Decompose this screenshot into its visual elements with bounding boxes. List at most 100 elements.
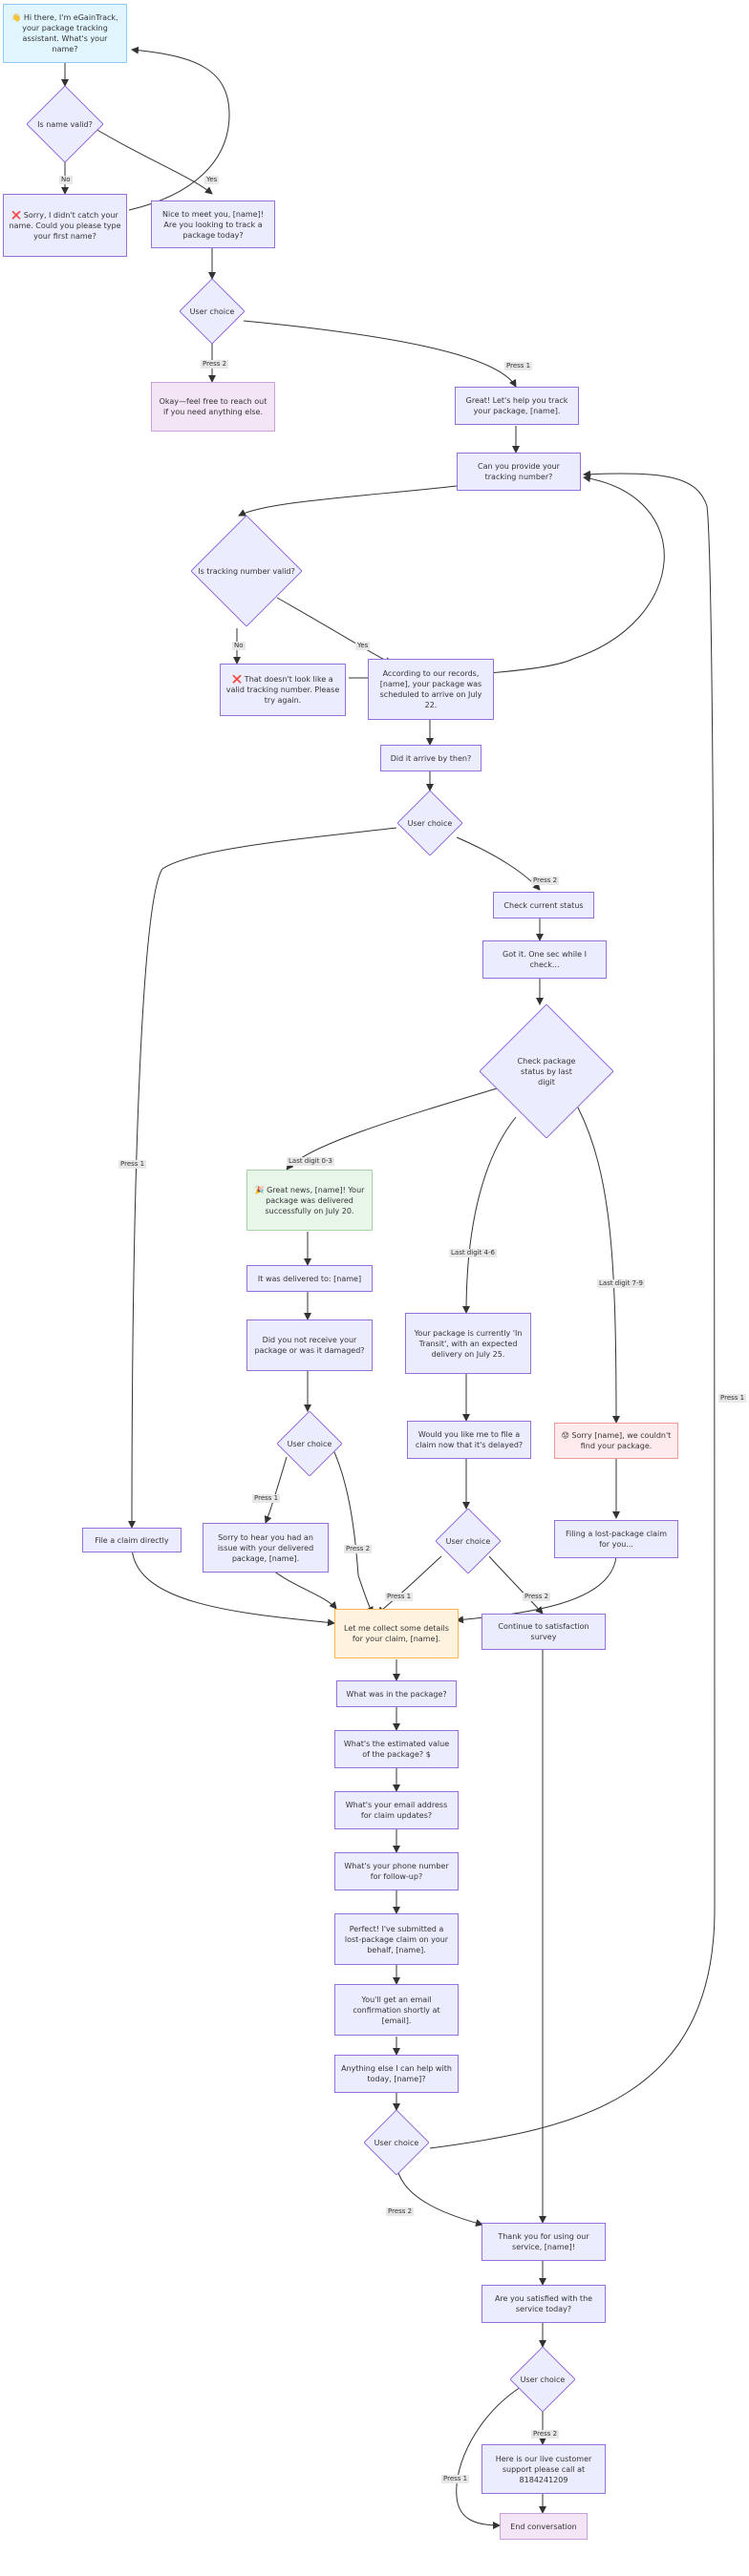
edge-digit-79	[577, 1107, 620, 1424]
node-file-directly-text: File a claim directly	[95, 1535, 169, 1545]
edge-label-press2: Press 2	[344, 1545, 373, 1553]
node-end: End conversation	[500, 2513, 588, 2540]
node-great-news-text: 🎉 Great news, [name]! Your package was d…	[254, 1185, 365, 1215]
decision-user-choice-1: User choice	[180, 279, 245, 344]
node-anything-else-text: Anything else I can help with today, [na…	[341, 2064, 452, 2083]
decision-check-digit-text: Check package status by last digit	[517, 1056, 576, 1087]
node-continue-survey: Continue to satisfaction survey	[482, 1614, 606, 1650]
edge-label-no: No	[232, 642, 246, 650]
edge-digit-46	[462, 1116, 517, 1314]
node-sorry-not-found: 😟 Sorry [name], we couldn't find your pa…	[554, 1423, 678, 1459]
node-filing-lost: Filing a lost-package claim for you...	[554, 1520, 678, 1558]
edge-label-press1: Press 1	[118, 1160, 147, 1169]
node-sorry-issue-text: Sorry to hear you had an issue with your…	[217, 1532, 314, 1563]
decision-check-digit: Check package status by last digit	[480, 1004, 613, 1138]
node-collect-details-text: Let me collect some details for your cla…	[344, 1624, 449, 1643]
edge-label-press1: Press 1	[504, 362, 533, 370]
node-ask-tracking: Can you provide your tracking number?	[457, 453, 581, 491]
node-satisfied: Are you satisfied with the service today…	[482, 2285, 606, 2323]
node-in-transit: Your package is currently 'In Transit', …	[405, 1313, 531, 1374]
node-in-transit-text: Your package is currently 'In Transit', …	[414, 1328, 523, 1359]
node-collect-details: Let me collect some details for your cla…	[334, 1609, 459, 1658]
node-greet: Nice to meet you, [name]! Are you lookin…	[151, 201, 275, 248]
node-est-value-text: What's the estimated value of the packag…	[343, 1740, 450, 1759]
edge-choice5-press2	[396, 2164, 483, 2228]
edge-choice4-press2	[488, 1555, 544, 1615]
edge-label-press1: Press 1	[385, 1593, 414, 1601]
node-delivered-to-text: It was delivered to: [name]	[257, 1274, 362, 1283]
edge-namevalid-yes	[95, 128, 213, 195]
decision-user-choice-6-text: User choice	[520, 2375, 566, 2384]
edge-label-press2: Press 2	[201, 360, 229, 369]
node-okay-reach: Okay—feel free to reach out if you need …	[151, 382, 275, 432]
decision-user-choice-4-text: User choice	[445, 1536, 491, 1546]
node-great-help: Great! Let's help you track your package…	[455, 387, 579, 425]
node-file-claim-delayed: Would you like me to file a claim now th…	[407, 1421, 531, 1459]
node-submitted: Perfect! I've submitted a lost-package c…	[334, 1913, 459, 1965]
edge-label-last-4-6: Last digit 4-6	[449, 1249, 497, 1257]
node-file-claim-delayed-text: Would you like me to file a claim now th…	[415, 1430, 524, 1449]
node-got-it-text: Got it. One sec while I check...	[503, 950, 587, 969]
node-filing-lost-text: Filing a lost-package claim for you...	[566, 1530, 667, 1549]
node-delivered-to: It was delivered to: [name]	[246, 1265, 373, 1292]
node-phone-text: What's your phone number for follow-up?	[344, 1862, 449, 1881]
decision-tracking-valid: Is tracking number valid?	[191, 516, 302, 626]
node-sorry-issue: Sorry to hear you had an issue with your…	[203, 1523, 329, 1573]
node-file-directly: File a claim directly	[82, 1528, 182, 1552]
edge-label-press2: Press 2	[531, 2430, 560, 2439]
decision-user-choice-5-text: User choice	[374, 2138, 419, 2147]
decision-user-choice-6: User choice	[510, 2347, 575, 2412]
node-ask-tracking-text: Can you provide your tracking number?	[478, 462, 560, 481]
node-email-confirm: You'll get an email confirmation shortly…	[334, 1984, 459, 2036]
edge-label-last-7-9: Last digit 7-9	[597, 1279, 645, 1288]
node-start: 👋 Hi there, I'm eGainTrack, your package…	[3, 4, 127, 63]
edge-nameinvalid-start	[128, 46, 230, 211]
edge-label-press2: Press 2	[386, 2207, 415, 2216]
node-sorry-not-found-text: 😟 Sorry [name], we couldn't find your pa…	[561, 1431, 672, 1450]
node-got-it: Got it. One sec while I check...	[482, 940, 607, 979]
node-thank-you: Thank you for using our service, [name]!	[482, 2223, 606, 2261]
edge-label-press1: Press 1	[252, 1494, 281, 1503]
node-did-not-receive-text: Did you not receive your package or was …	[254, 1336, 365, 1355]
edge-invalid-ask	[348, 475, 665, 679]
node-anything-else: Anything else I can help with today, [na…	[334, 2055, 459, 2093]
node-tracking-invalid-text: ❌ That doesn't look like a valid trackin…	[225, 675, 340, 705]
node-start-text: 👋 Hi there, I'm eGainTrack, your package…	[11, 13, 118, 53]
node-end-text: End conversation	[510, 2522, 577, 2531]
node-greet-text: Nice to meet you, [name]! Are you lookin…	[162, 209, 264, 240]
decision-name-valid-text: Is name valid?	[37, 119, 93, 129]
edge-label-no: No	[59, 176, 73, 184]
node-thank-you-text: Thank you for using our service, [name]!	[498, 2232, 589, 2251]
node-did-arrive: Did it arrive by then?	[380, 745, 482, 771]
edge-label-press2: Press 2	[523, 1593, 551, 1601]
node-according: According to our records, [name], your p…	[368, 659, 494, 720]
decision-user-choice-5: User choice	[364, 2110, 429, 2175]
node-email-confirm-text: You'll get an email confirmation shortly…	[353, 1995, 440, 2025]
node-what-in-package-text: What was in the package?	[346, 1689, 447, 1699]
edge-filedirectly-collect	[131, 1546, 335, 1627]
node-name-invalid-text: ❌ Sorry, I didn't catch your name. Could…	[9, 210, 121, 241]
edge-choice1-press1	[243, 320, 517, 388]
node-check-status: Check current status	[493, 892, 594, 918]
decision-user-choice-4: User choice	[436, 1509, 501, 1573]
edge-choice5-press1	[429, 470, 716, 2149]
node-did-not-receive: Did you not receive your package or was …	[246, 1320, 373, 1371]
node-check-status-text: Check current status	[503, 900, 584, 910]
node-what-in-package: What was in the package?	[336, 1680, 457, 1707]
node-great-news: 🎉 Great news, [name]! Your package was d…	[246, 1170, 373, 1231]
node-according-text: According to our records, [name], your p…	[379, 669, 482, 709]
node-email-text: What's your email address for claim upda…	[345, 1801, 448, 1820]
node-submitted-text: Perfect! I've submitted a lost-package c…	[344, 1924, 449, 1954]
edge-label-press1: Press 1	[441, 2475, 470, 2483]
node-email: What's your email address for claim upda…	[334, 1791, 459, 1829]
decision-name-valid: Is name valid?	[27, 86, 103, 162]
decision-user-choice-3-text: User choice	[287, 1439, 332, 1448]
node-did-arrive-text: Did it arrive by then?	[390, 753, 472, 763]
decision-tracking-valid-text: Is tracking number valid?	[198, 566, 295, 576]
edge-label-last-0-3: Last digit 0-3	[287, 1157, 334, 1166]
node-great-help-text: Great! Let's help you track your package…	[465, 396, 568, 415]
edge-label-yes: Yes	[204, 176, 220, 184]
edge-label-yes: Yes	[355, 642, 371, 650]
edge-choice6-press1	[456, 2386, 522, 2529]
node-name-invalid: ❌ Sorry, I didn't catch your name. Could…	[3, 194, 127, 257]
